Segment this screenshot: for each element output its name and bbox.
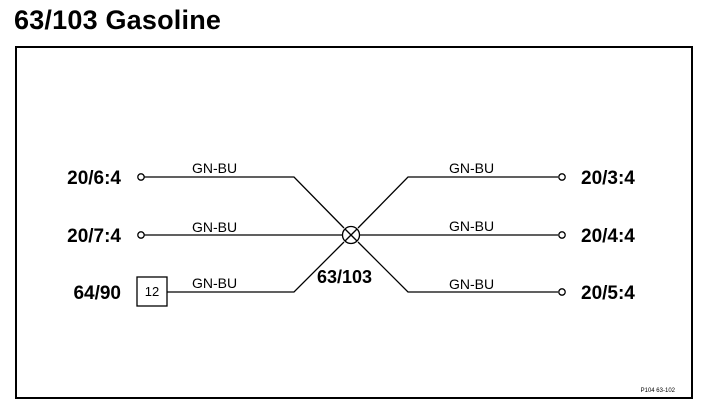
wire-label-left-2: GN-BU — [192, 219, 237, 235]
terminal-label-left-3: 64/90 — [73, 283, 121, 304]
terminal-label-left-1: 20/6:4 — [67, 168, 121, 189]
splice-cross-b — [344, 228, 358, 242]
terminal-circle-right-1 — [558, 173, 566, 181]
wire-right-1 — [357, 176, 558, 229]
wire-label-right-3: GN-BU — [449, 276, 494, 292]
terminal-circle-right-3 — [558, 288, 566, 296]
terminal-circles — [137, 173, 566, 296]
terminal-label-right-3: 20/5:4 — [581, 283, 635, 304]
wires — [144, 176, 558, 293]
terminal-circle-left-1 — [137, 173, 145, 181]
terminal-circle-left-2 — [137, 231, 145, 239]
wire-right-3 — [357, 241, 558, 293]
diagram-frame — [15, 46, 693, 399]
connector-box — [136, 276, 168, 307]
wire-label-right-2: GN-BU — [449, 218, 494, 234]
splice-point — [341, 225, 361, 245]
connector-pin-number: 12 — [145, 284, 159, 299]
page-title: 63/103 Gasoline — [14, 5, 222, 35]
wire-label-left-3: GN-BU — [192, 275, 237, 291]
reference-code: P104 63-102 — [641, 388, 676, 394]
wire-left-1 — [144, 176, 345, 229]
terminal-circle-right-2 — [558, 231, 566, 239]
terminal-label-left-2: 20/7:4 — [67, 226, 121, 247]
wire-label-left-1: GN-BU — [192, 160, 237, 176]
terminal-label-right-1: 20/3:4 — [581, 168, 635, 189]
wire-left-3 — [167, 241, 345, 293]
terminal-label-right-2: 20/4:4 — [581, 226, 635, 247]
splice-label: 63/103 — [317, 267, 372, 287]
wire-label-right-1: GN-BU — [449, 160, 494, 176]
